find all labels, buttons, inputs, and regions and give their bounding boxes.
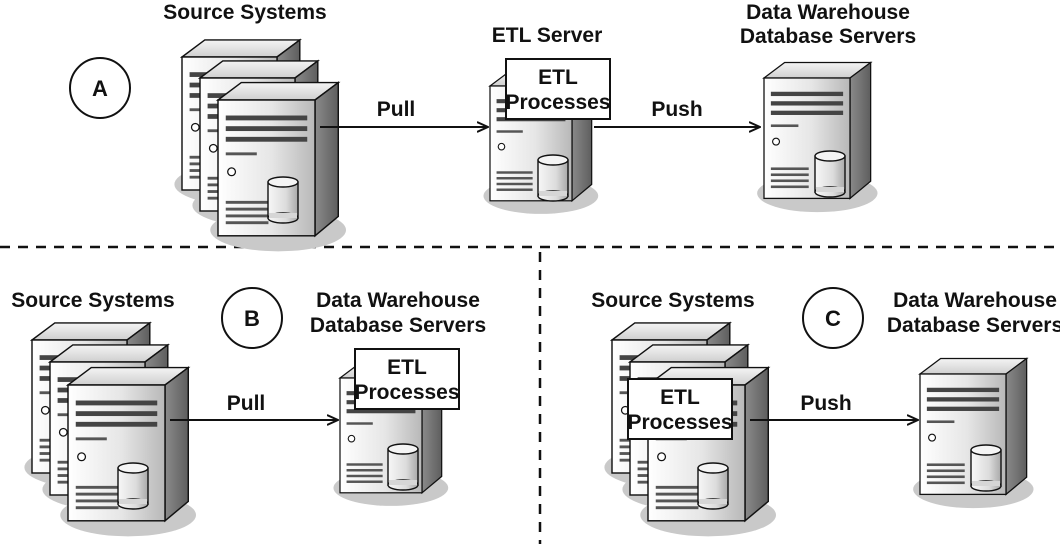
pull-label: Pull xyxy=(377,98,416,121)
server-icon xyxy=(59,366,197,538)
database-icon xyxy=(537,154,569,202)
database-icon xyxy=(970,444,1002,492)
panel-c: Source Systems C Data Warehouse Database… xyxy=(591,287,1060,538)
panel-c-source-systems-label: Source Systems xyxy=(591,289,754,312)
push-label: Push xyxy=(800,392,851,415)
database-icon xyxy=(117,462,149,510)
server-icon xyxy=(209,81,347,253)
database-icon xyxy=(697,462,729,510)
panel-b-dw-label-line2: Database Servers xyxy=(310,314,486,337)
panel-b: Source Systems B Data Warehouse Database… xyxy=(11,287,486,538)
svg-text:C: C xyxy=(825,306,841,331)
database-icon xyxy=(387,443,419,491)
svg-text:Processes: Processes xyxy=(354,381,459,404)
panel-c-dw-label-line2: Database Servers xyxy=(887,314,1060,337)
panel-b-source-servers xyxy=(23,322,197,538)
etl-server-label: ETL Server xyxy=(492,24,603,47)
etl-processes-box: ETL Processes xyxy=(627,378,733,440)
svg-text:ETL: ETL xyxy=(660,386,700,409)
push-label: Push xyxy=(651,98,702,121)
svg-text:Processes: Processes xyxy=(627,411,732,434)
panel-b-marker: B xyxy=(221,287,283,349)
svg-text:ETL: ETL xyxy=(538,66,578,89)
database-icon xyxy=(814,150,846,198)
svg-text:Processes: Processes xyxy=(505,91,610,114)
svg-text:B: B xyxy=(244,306,260,331)
panel-a: A Source Systems Pull ETL Server ETL Pro… xyxy=(69,1,916,253)
panel-a-source-systems-label: Source Systems xyxy=(163,1,326,24)
pull-label: Pull xyxy=(227,392,266,415)
panel-c-marker: C xyxy=(802,287,864,349)
etl-processes-box: ETL Processes xyxy=(354,348,460,410)
svg-text:A: A xyxy=(92,76,108,101)
panel-c-dw-label-line1: Data Warehouse xyxy=(893,289,1057,312)
svg-text:ETL: ETL xyxy=(387,356,427,379)
database-icon xyxy=(267,176,299,224)
panel-a-marker: A xyxy=(69,57,131,119)
panel-b-source-systems-label: Source Systems xyxy=(11,289,174,312)
panel-a-source-servers xyxy=(173,39,347,253)
panel-b-dw-label-line1: Data Warehouse xyxy=(316,289,480,312)
etl-processes-box: ETL Processes xyxy=(505,58,611,120)
dw-label-line1: Data Warehouse xyxy=(746,1,910,24)
dw-server xyxy=(756,61,879,213)
dw-label-line2: Database Servers xyxy=(740,25,916,48)
dw-server xyxy=(912,357,1035,509)
